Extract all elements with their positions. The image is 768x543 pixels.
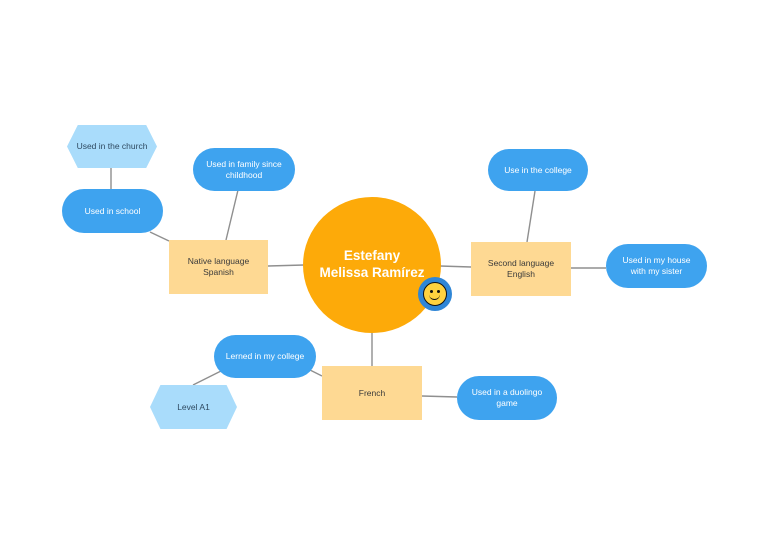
connector-center-native — [267, 264, 305, 267]
native-language-box[interactable]: Native language Spanish — [169, 240, 268, 294]
connector-second-college — [526, 190, 536, 243]
center-node[interactable]: Estefany Melissa Ramírez — [303, 197, 441, 333]
used-in-school-pill[interactable]: Used in school — [62, 189, 163, 233]
smiley-face — [423, 282, 447, 306]
lerned-in-college-pill[interactable]: Lerned in my college — [214, 335, 316, 378]
use-in-college-pill[interactable]: Use in the college — [488, 149, 588, 191]
connector-native-school — [149, 231, 170, 242]
center-name-line2: Melissa Ramírez — [319, 265, 425, 280]
center-name-line1: Estefany — [343, 248, 401, 264]
used-in-duolingo-pill[interactable]: Used in a duolingo game — [457, 376, 557, 420]
used-in-family-pill[interactable]: Used in family since childhood — [193, 148, 295, 191]
smiley-mouth — [429, 292, 440, 300]
connector-native-family — [225, 189, 239, 241]
second-language-box[interactable]: Second language English — [471, 242, 571, 296]
smiley-left-eye — [430, 290, 433, 293]
connector-center-second — [439, 265, 472, 268]
used-in-my-house-pill[interactable]: Used in my house with my sister — [606, 244, 707, 288]
used-in-church-hexagon[interactable]: Used in the church — [67, 125, 157, 168]
french-box[interactable]: French — [322, 366, 422, 420]
connector-french-duolingo — [421, 395, 458, 398]
level-a1-hexagon[interactable]: Level A1 — [150, 385, 237, 429]
smiley-right-eye — [437, 290, 440, 293]
connector-college-level — [192, 369, 224, 386]
smiley-face-icon — [418, 277, 452, 311]
